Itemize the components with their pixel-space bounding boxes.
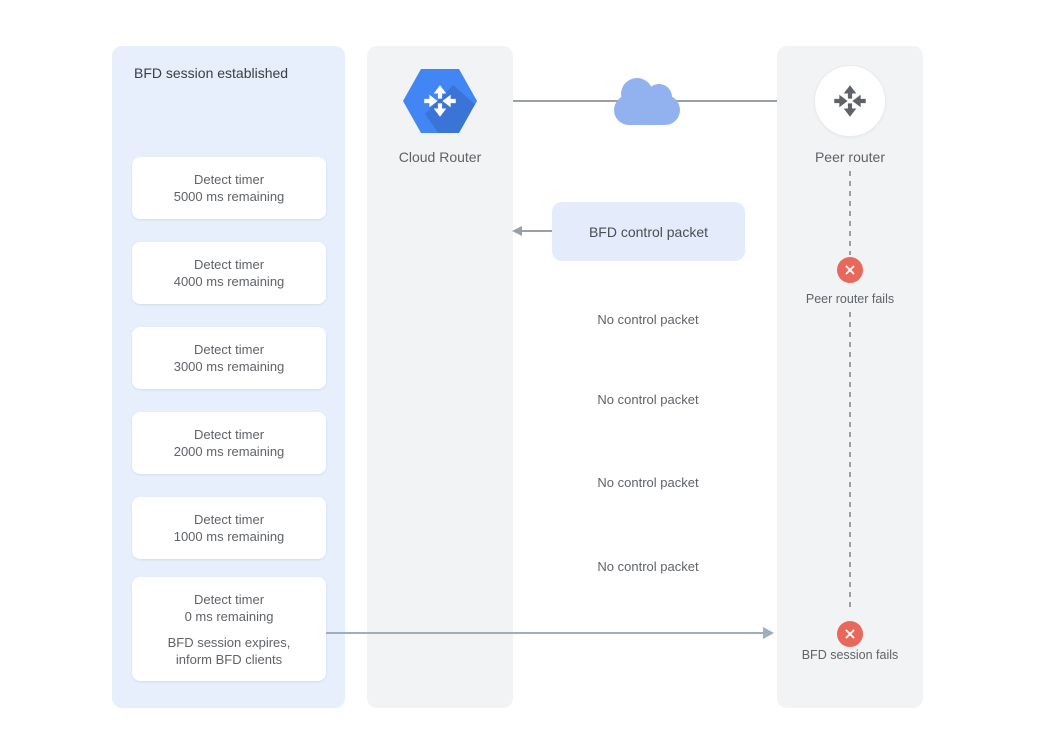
timer-card-0-expired: Detect timer 0 ms remaining BFD session … bbox=[132, 577, 326, 681]
timer-card-5000: Detect timer 5000 ms remaining bbox=[132, 157, 326, 219]
timer-remaining: 4000 ms remaining bbox=[173, 274, 285, 289]
timer-card-4000: Detect timer 4000 ms remaining bbox=[132, 242, 326, 304]
timer-note: BFD session expires, bbox=[167, 634, 291, 650]
timer-title: Detect timer bbox=[193, 427, 265, 442]
cloud-router-lane bbox=[367, 46, 513, 708]
session-fail-label: BFD session fails bbox=[801, 648, 899, 662]
timer-card-1000: Detect timer 1000 ms remaining bbox=[132, 497, 326, 559]
bfd-control-packet-box: BFD control packet bbox=[552, 202, 745, 261]
peer-lifeline-dash bbox=[849, 312, 851, 608]
peer-router-label: Peer router bbox=[814, 149, 886, 165]
control-packet-arrow-line bbox=[521, 230, 552, 232]
timer-remaining: 0 ms remaining bbox=[184, 608, 274, 624]
arrow-left-icon bbox=[512, 226, 522, 236]
timer-title: Detect timer bbox=[193, 172, 265, 187]
cloud-router-label: Cloud Router bbox=[398, 149, 482, 165]
timer-remaining: 3000 ms remaining bbox=[173, 359, 285, 374]
no-control-packet-label: No control packet bbox=[597, 475, 699, 490]
timer-title: Detect timer bbox=[193, 342, 265, 357]
timer-title: Detect timer bbox=[193, 512, 265, 527]
router-arrows-icon bbox=[814, 65, 886, 137]
no-control-packet-label: No control packet bbox=[597, 559, 699, 574]
timer-remaining: 1000 ms remaining bbox=[173, 529, 285, 544]
peer-lifeline-dash bbox=[849, 171, 851, 255]
cloud-icon bbox=[610, 77, 684, 125]
timer-note: inform BFD clients bbox=[175, 651, 283, 667]
no-control-packet-label: No control packet bbox=[597, 392, 699, 407]
no-control-packet-label: No control packet bbox=[597, 312, 699, 327]
timer-title: Detect timer bbox=[193, 257, 265, 272]
timer-card-2000: Detect timer 2000 ms remaining bbox=[132, 412, 326, 474]
timer-remaining: 2000 ms remaining bbox=[173, 444, 285, 459]
session-expire-arrow-line bbox=[326, 632, 763, 634]
panel-title: BFD session established bbox=[134, 65, 289, 81]
fail-x-icon bbox=[837, 257, 863, 283]
timer-remaining: 5000 ms remaining bbox=[173, 189, 285, 204]
peer-fail-label: Peer router fails bbox=[805, 292, 895, 306]
arrow-right-icon bbox=[763, 627, 774, 639]
cloud-router-hexagon-arrows-icon bbox=[402, 68, 478, 134]
timer-title: Detect timer bbox=[193, 591, 265, 607]
fail-x-icon bbox=[837, 621, 863, 647]
timer-card-3000: Detect timer 3000 ms remaining bbox=[132, 327, 326, 389]
